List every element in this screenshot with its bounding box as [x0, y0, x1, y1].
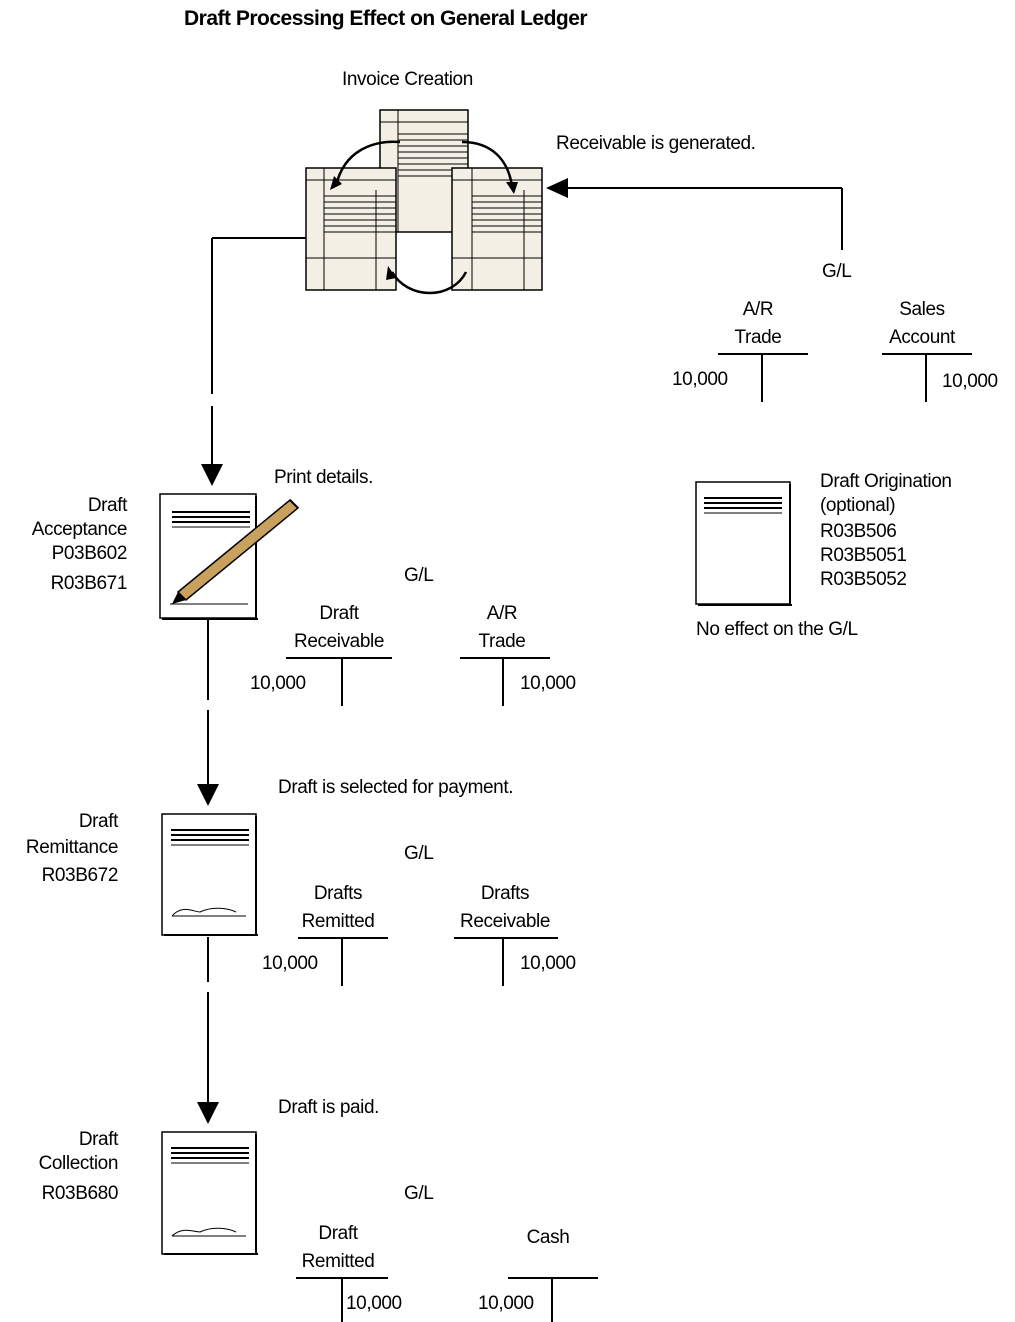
- invoice-ledgers-icon: [306, 110, 542, 293]
- acceptance-right-account-line2: Trade: [452, 630, 552, 654]
- remittance-left-account-line1: Drafts: [283, 882, 393, 906]
- collection-left-account-line1: Draft: [283, 1222, 393, 1246]
- remittance-right-account-line1: Drafts: [445, 882, 565, 906]
- invoice-connector: [546, 178, 842, 250]
- invoice-right-account-line2: Account: [872, 326, 972, 350]
- remittance-credit-amount: 10,000: [520, 952, 576, 976]
- origination-line3: R03B506: [820, 520, 896, 544]
- acceptance-line2: Acceptance: [0, 518, 127, 542]
- acceptance-line3: P03B602: [0, 542, 127, 566]
- origination-document-icon: [696, 482, 792, 606]
- invoice-right-account-line1: Sales: [872, 298, 972, 322]
- acceptance-right-account-line1: A/R: [452, 602, 552, 626]
- invoice-left-account-line2: Trade: [708, 326, 808, 350]
- remittance-gl-label: G/L: [404, 842, 433, 866]
- acceptance-line4: R03B671: [0, 572, 127, 596]
- acceptance-left-account-line1: Draft: [279, 602, 399, 626]
- collection-left-account-line2: Remitted: [283, 1250, 393, 1274]
- collection-left-amount: 10,000: [346, 1292, 402, 1316]
- acceptance-credit-amount: 10,000: [520, 672, 576, 696]
- acceptance-gl-label: G/L: [404, 564, 433, 588]
- collection-right-amount: 10,000: [478, 1292, 534, 1316]
- remittance-line3: R03B672: [0, 864, 118, 888]
- invoice-debit-amount: 10,000: [672, 368, 728, 392]
- invoice-gl-label: G/L: [822, 260, 851, 284]
- acceptance-left-account-line2: Receivable: [279, 630, 399, 654]
- origination-line5: R03B5052: [820, 568, 907, 592]
- remittance-line2: Remittance: [0, 836, 118, 860]
- acceptance-debit-amount: 10,000: [250, 672, 306, 696]
- collection-line1: Draft: [0, 1128, 118, 1152]
- remittance-document-icon: [162, 814, 258, 936]
- origination-note: No effect on the G/L: [696, 618, 858, 642]
- origination-line2: (optional): [820, 494, 895, 518]
- collection-right-account-line1: Cash: [498, 1226, 598, 1250]
- invoice-creation-label: Invoice Creation: [342, 68, 473, 92]
- invoice-left-account-line1: A/R: [708, 298, 808, 322]
- collection-document-icon: [162, 1132, 258, 1255]
- remittance-right-account-line2: Receivable: [445, 910, 565, 934]
- remittance-note: Draft is selected for payment.: [278, 776, 513, 800]
- remittance-line1: Draft: [0, 810, 118, 834]
- collection-gl-label: G/L: [404, 1182, 433, 1206]
- origination-line1: Draft Origination: [820, 470, 952, 494]
- origination-line4: R03B5051: [820, 544, 907, 568]
- remittance-debit-amount: 10,000: [262, 952, 318, 976]
- acceptance-document-icon: [160, 494, 298, 620]
- collection-line2: Collection: [0, 1152, 118, 1176]
- diagram-title: Draft Processing Effect on General Ledge…: [184, 7, 587, 31]
- collection-note: Draft is paid.: [278, 1096, 379, 1120]
- invoice-credit-amount: 10,000: [942, 370, 998, 394]
- remittance-left-account-line2: Remitted: [283, 910, 393, 934]
- acceptance-line1: Draft: [0, 494, 127, 518]
- acceptance-note: Print details.: [274, 466, 373, 490]
- invoice-note: Receivable is generated.: [556, 132, 756, 156]
- collection-line3: R03B680: [0, 1182, 118, 1206]
